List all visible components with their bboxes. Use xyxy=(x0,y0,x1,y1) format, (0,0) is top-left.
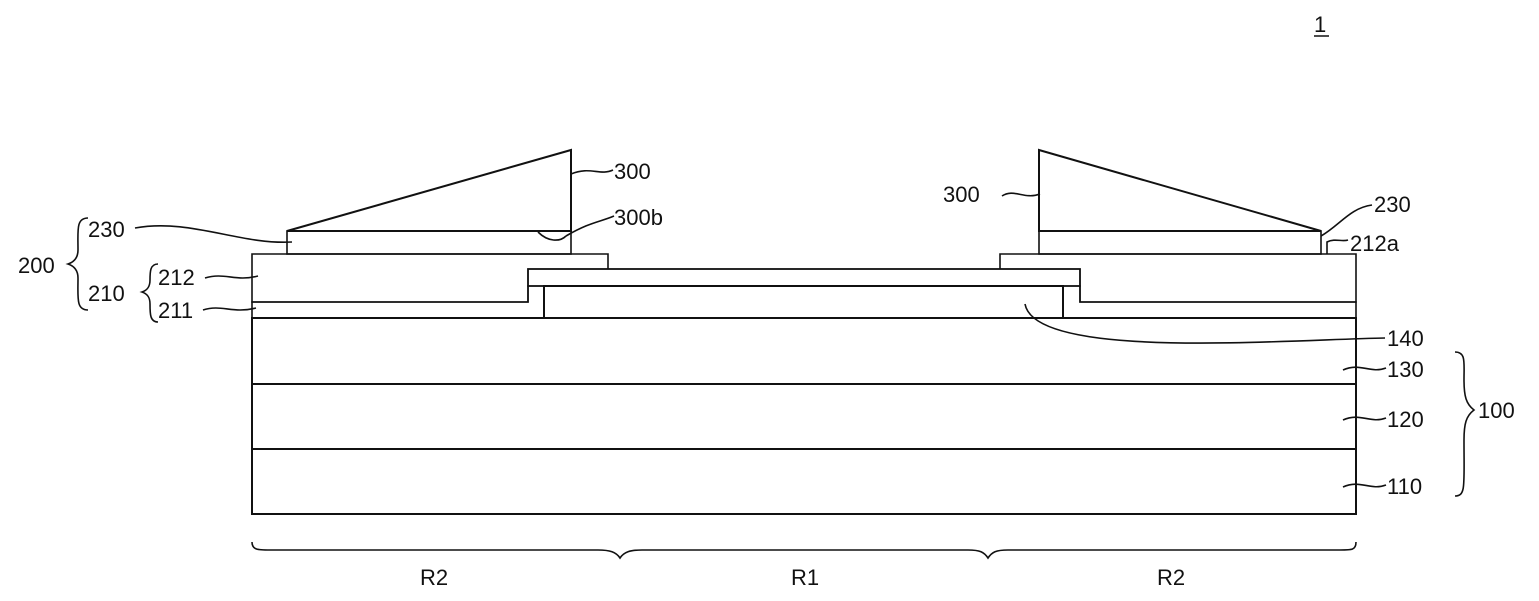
layer-230-right xyxy=(1039,231,1321,254)
brace-200 xyxy=(68,218,88,310)
label-300-right: 300 xyxy=(943,182,980,207)
label-region-center: R1 xyxy=(791,565,819,590)
leader-300b xyxy=(566,216,614,236)
label-120: 120 xyxy=(1387,407,1424,432)
label-212a: 212a xyxy=(1350,231,1400,256)
leader-230-left xyxy=(135,226,292,242)
figure-number: 1 xyxy=(1314,12,1326,37)
label-230-right: 230 xyxy=(1374,192,1411,217)
label-140: 140 xyxy=(1387,326,1424,351)
label-110: 110 xyxy=(1387,474,1422,499)
brace-210 xyxy=(142,264,158,322)
region-brace xyxy=(252,542,1356,558)
substrate-100 xyxy=(252,318,1356,514)
face-300b-arc xyxy=(538,232,566,240)
leader-110 xyxy=(1343,484,1386,487)
leader-130 xyxy=(1343,367,1386,370)
leader-300-right xyxy=(1002,193,1040,196)
label-region-left: R2 xyxy=(420,565,448,590)
prism-300-left xyxy=(287,150,571,231)
label-300b: 300b xyxy=(614,205,663,230)
leader-140 xyxy=(1025,304,1385,343)
electrode-140 xyxy=(544,286,1063,318)
layer-230-left xyxy=(287,231,571,254)
label-region-right: R2 xyxy=(1157,565,1185,590)
leader-212 xyxy=(205,276,258,278)
layer-212 xyxy=(252,254,1356,302)
leader-300-left xyxy=(571,170,613,174)
label-130: 130 xyxy=(1387,357,1424,382)
label-212: 212 xyxy=(158,265,195,290)
leader-212a xyxy=(1327,240,1348,254)
label-200: 200 xyxy=(18,253,55,278)
brace-100 xyxy=(1455,352,1474,496)
label-210: 210 xyxy=(88,281,125,306)
prism-300-right xyxy=(1039,150,1321,231)
label-230-left: 230 xyxy=(88,217,125,242)
leader-120 xyxy=(1343,417,1386,420)
label-100: 100 xyxy=(1478,398,1515,423)
leader-211 xyxy=(203,308,256,310)
layer-212-bridge xyxy=(528,269,1080,286)
label-211: 211 xyxy=(158,298,193,323)
label-300-left: 300 xyxy=(614,159,651,184)
